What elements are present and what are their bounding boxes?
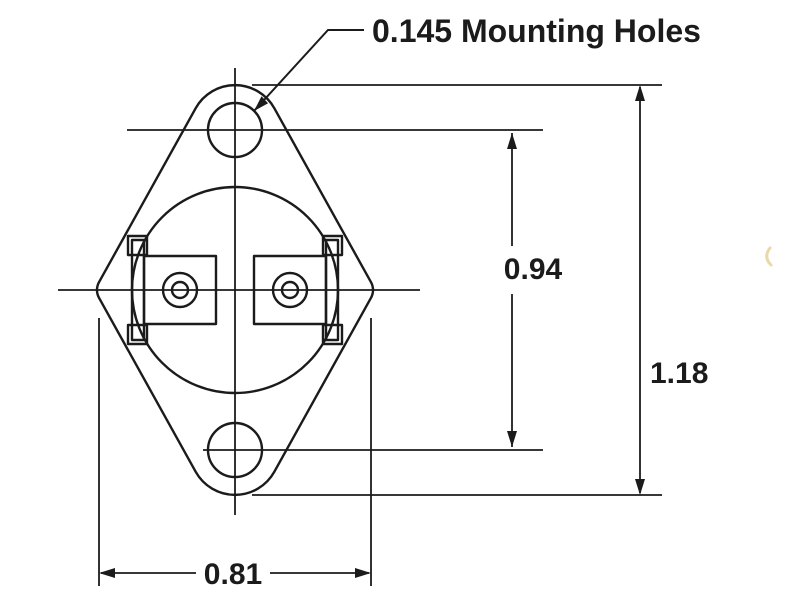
callout-leader	[253, 29, 364, 112]
dimension-width: 0.81	[99, 558, 371, 591]
flange-outline	[95, 83, 375, 497]
dimension-overall-height: 1.18	[635, 85, 708, 495]
terminal-left-body	[142, 254, 218, 326]
terminal-left-tab-top	[126, 234, 149, 257]
dimension-hole-spacing: 0.94	[504, 133, 563, 447]
terminal-right	[252, 234, 344, 346]
mounting-hole-top	[206, 101, 264, 159]
mounting-hole-bottom	[206, 421, 264, 479]
dim-label-overall-height: 1.18	[650, 357, 708, 390]
arrowhead-overall-height-top	[635, 85, 645, 101]
scan-artifact-mark	[765, 246, 773, 267]
dim-label-width: 0.81	[204, 558, 262, 591]
callout-mounting-holes: 0.145 Mounting Holes	[253, 13, 701, 112]
terminal-left	[126, 234, 218, 346]
arrowhead-width-right	[355, 568, 371, 578]
dim-label-hole-spacing: 0.94	[504, 253, 563, 286]
arrowhead-overall-height-bottom	[635, 479, 645, 495]
callout-arrowhead	[254, 96, 269, 111]
terminal-left-tab-bottom	[126, 323, 149, 346]
terminal-right-tab-bottom	[321, 323, 344, 346]
terminal-right-screw-outer	[271, 271, 309, 309]
terminal-right-body	[252, 254, 328, 326]
terminal-left-screw-inner	[170, 280, 190, 300]
arrowhead-hole-spacing-bottom	[507, 431, 517, 447]
terminal-left-screw-outer	[161, 271, 199, 309]
terminal-right-screw-inner	[280, 280, 300, 300]
callout-label: 0.145 Mounting Holes	[372, 13, 701, 49]
arrowhead-hole-spacing-top	[507, 133, 517, 149]
terminal-right-tab-top	[321, 234, 344, 257]
arrowhead-width-left	[99, 568, 115, 578]
